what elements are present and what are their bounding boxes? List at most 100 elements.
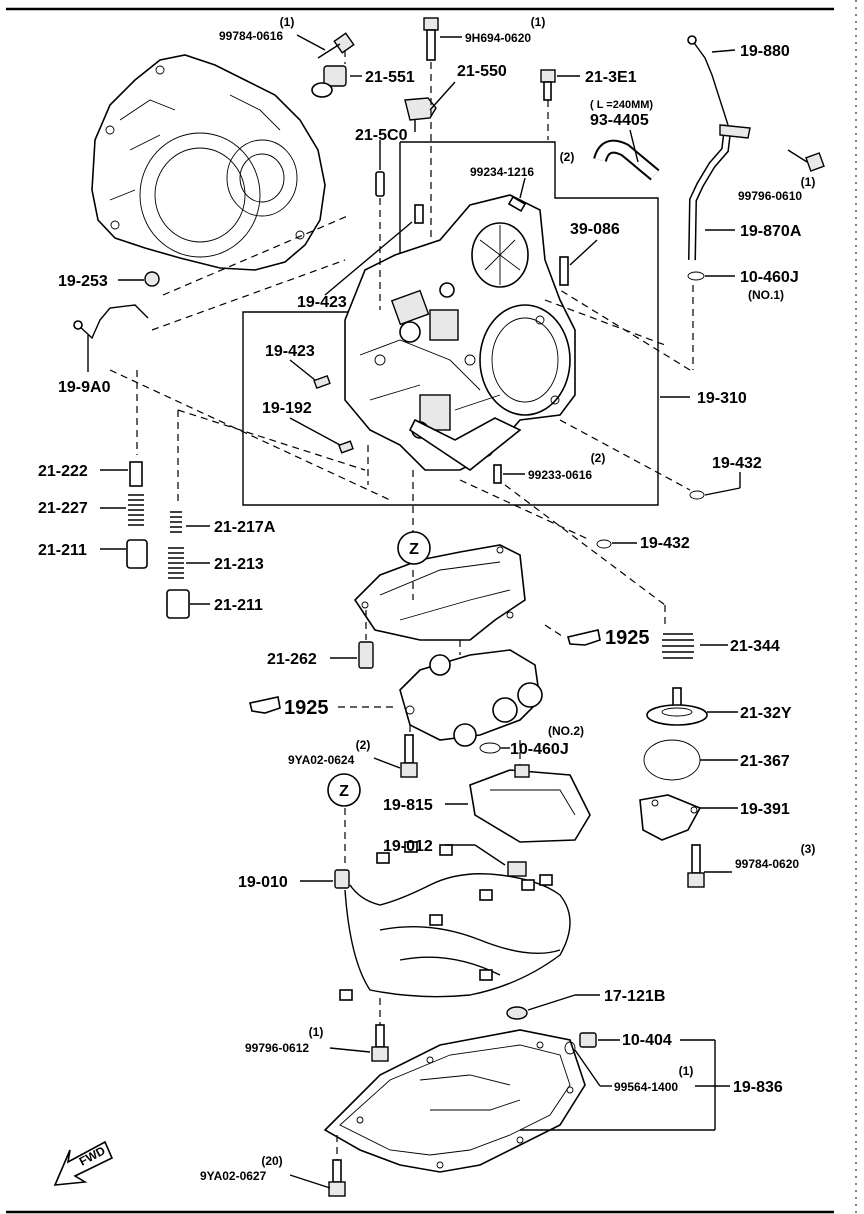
oring-19-432-b xyxy=(596,539,612,549)
bolt-99784-0620 xyxy=(687,844,705,888)
bolt-99796-0610 xyxy=(787,149,825,172)
dashed-assembly-lines xyxy=(109,50,694,1160)
label-21-367: 21-367 xyxy=(740,753,790,770)
label-99796-0610-qty: (1) xyxy=(801,175,816,189)
label-19-9a0: 19-9A0 xyxy=(58,379,111,396)
label-99796-0612-qty: (1) xyxy=(309,1025,324,1039)
label-99564-1400-qty: (1) xyxy=(679,1064,694,1078)
label-19-836: 19-836 xyxy=(733,1079,783,1096)
drain-plug-10-404 xyxy=(564,1032,597,1055)
sensor-21-550 xyxy=(404,97,437,132)
label-99784-0616: 99784-0616 xyxy=(219,29,283,43)
label-10-404: 10-404 xyxy=(622,1032,672,1049)
label-99784-0616-qty: (1) xyxy=(280,15,295,29)
reference-z-circle-a xyxy=(397,531,431,565)
label-21-3e1: 21-3E1 xyxy=(585,69,637,86)
connector-19-012 xyxy=(507,861,527,877)
fwd-arrow-icon xyxy=(53,1140,114,1186)
label-19-192: 19-192 xyxy=(262,400,312,417)
label-21-227: 21-227 xyxy=(38,500,88,517)
label-21-262: 21-262 xyxy=(267,651,317,668)
label-99784-0620-qty: (3) xyxy=(801,842,816,856)
label-z-b: Z xyxy=(339,783,349,800)
plug-19-423-b xyxy=(313,374,331,390)
bolt-99233-0616 xyxy=(493,464,502,484)
plug-19-192 xyxy=(338,440,354,454)
label-240mm: ( L =240MM) xyxy=(590,99,653,111)
label-99784-0620: 99784-0620 xyxy=(735,857,799,871)
servo-cover-21-391 xyxy=(639,794,702,841)
label-19-870a: 19-870A xyxy=(740,223,802,240)
pointer-hand-icon-a xyxy=(544,624,601,646)
label-10-460j-no2: 10-460J xyxy=(510,741,569,758)
dipstick-19-880 xyxy=(687,35,729,126)
servo-piston-21-32y xyxy=(646,687,708,726)
label-19-423-b: 19-423 xyxy=(265,343,315,360)
label-99233-0616-qty: (2) xyxy=(591,451,606,465)
label-19-432-a: 19-432 xyxy=(712,455,762,472)
label-9ya02-0624: 9YA02-0624 xyxy=(288,753,355,767)
label-99796-0612: 99796-0612 xyxy=(245,1041,309,1055)
bolt-9h694-0620 xyxy=(423,17,439,61)
label-21-5c0: 21-5C0 xyxy=(355,127,408,144)
oring-10-460j-no2 xyxy=(479,742,501,754)
solenoid-valve-body-illustration xyxy=(399,649,543,747)
label-21-550: 21-550 xyxy=(457,63,507,80)
label-19-815: 19-815 xyxy=(383,797,433,814)
label-19-253: 19-253 xyxy=(58,273,108,290)
label-19-423-a: 19-423 xyxy=(297,294,347,311)
label-9ya02-0627: 9YA02-0627 xyxy=(200,1169,267,1183)
control-valve-body-illustration xyxy=(344,194,576,471)
label-21-213: 21-213 xyxy=(214,556,264,573)
bolt-99796-0612 xyxy=(371,1024,389,1062)
plug-19-253 xyxy=(144,271,160,287)
pin-21-5c0 xyxy=(375,171,385,197)
bolt-9ya02-0627 xyxy=(328,1159,346,1197)
label-19-012: 19-012 xyxy=(383,838,433,855)
label-9h694-0620-qty: (1) xyxy=(531,15,546,29)
label-39-086: 39-086 xyxy=(570,221,620,238)
label-17-121b: 17-121B xyxy=(604,988,665,1005)
label-19-432-b: 19-432 xyxy=(640,535,690,552)
label-9ya02-0624-qty: (2) xyxy=(356,738,371,752)
oil-pan-illustration xyxy=(323,1029,586,1173)
dipstick-tube-19-870a xyxy=(688,124,751,261)
label-9ya02-0627-qty: (20) xyxy=(261,1154,282,1168)
transaxle-case-illustration xyxy=(91,54,326,271)
label-99564-1400: 99564-1400 xyxy=(614,1080,678,1094)
oring-19-432-a xyxy=(689,490,705,500)
label-19-010: 19-010 xyxy=(238,874,288,891)
valve-21-262 xyxy=(358,641,374,669)
leader-lines xyxy=(87,34,741,1189)
oring-10-460j-no1 xyxy=(687,271,705,281)
reference-z-circle-b xyxy=(327,773,361,807)
label-no2: (NO.2) xyxy=(548,724,584,738)
label-21-344: 21-344 xyxy=(730,638,780,655)
part-labels: (1) 99784-0616 (1) 9H694-0620 19-880 21-… xyxy=(38,15,815,1183)
label-99796-0610: 99796-0610 xyxy=(738,189,802,203)
label-93-4405: 93-4405 xyxy=(590,112,649,129)
label-19-391: 19-391 xyxy=(740,801,790,818)
grommet-17-121b xyxy=(506,1006,528,1020)
oil-strainer-illustration xyxy=(469,764,591,843)
label-21-222: 21-222 xyxy=(38,463,88,480)
bolt-99784-0616 xyxy=(317,32,355,59)
hose-93-4405 xyxy=(593,139,660,181)
wiring-harness-illustration xyxy=(334,841,571,1001)
label-21-217a: 21-217A xyxy=(214,519,276,536)
plug-19-423-a xyxy=(414,204,424,224)
label-21-32y: 21-32Y xyxy=(740,705,792,722)
sensor-21-551 xyxy=(311,65,347,98)
separator-plate-illustration xyxy=(353,544,526,641)
label-19-310: 19-310 xyxy=(697,390,747,407)
label-21-551: 21-551 xyxy=(365,69,415,86)
label-1925-a: 1925 xyxy=(605,627,650,649)
pipe-19-9a0 xyxy=(73,304,149,340)
label-z-a: Z xyxy=(409,541,419,558)
label-no1: (NO.1) xyxy=(748,288,784,302)
dowel-99234-1216 xyxy=(507,195,527,213)
stud-39-086 xyxy=(559,256,569,286)
label-10-460j-no1: 10-460J xyxy=(740,269,799,286)
bolt-9ya02-0624 xyxy=(400,734,418,778)
label-19-880: 19-880 xyxy=(740,43,790,60)
